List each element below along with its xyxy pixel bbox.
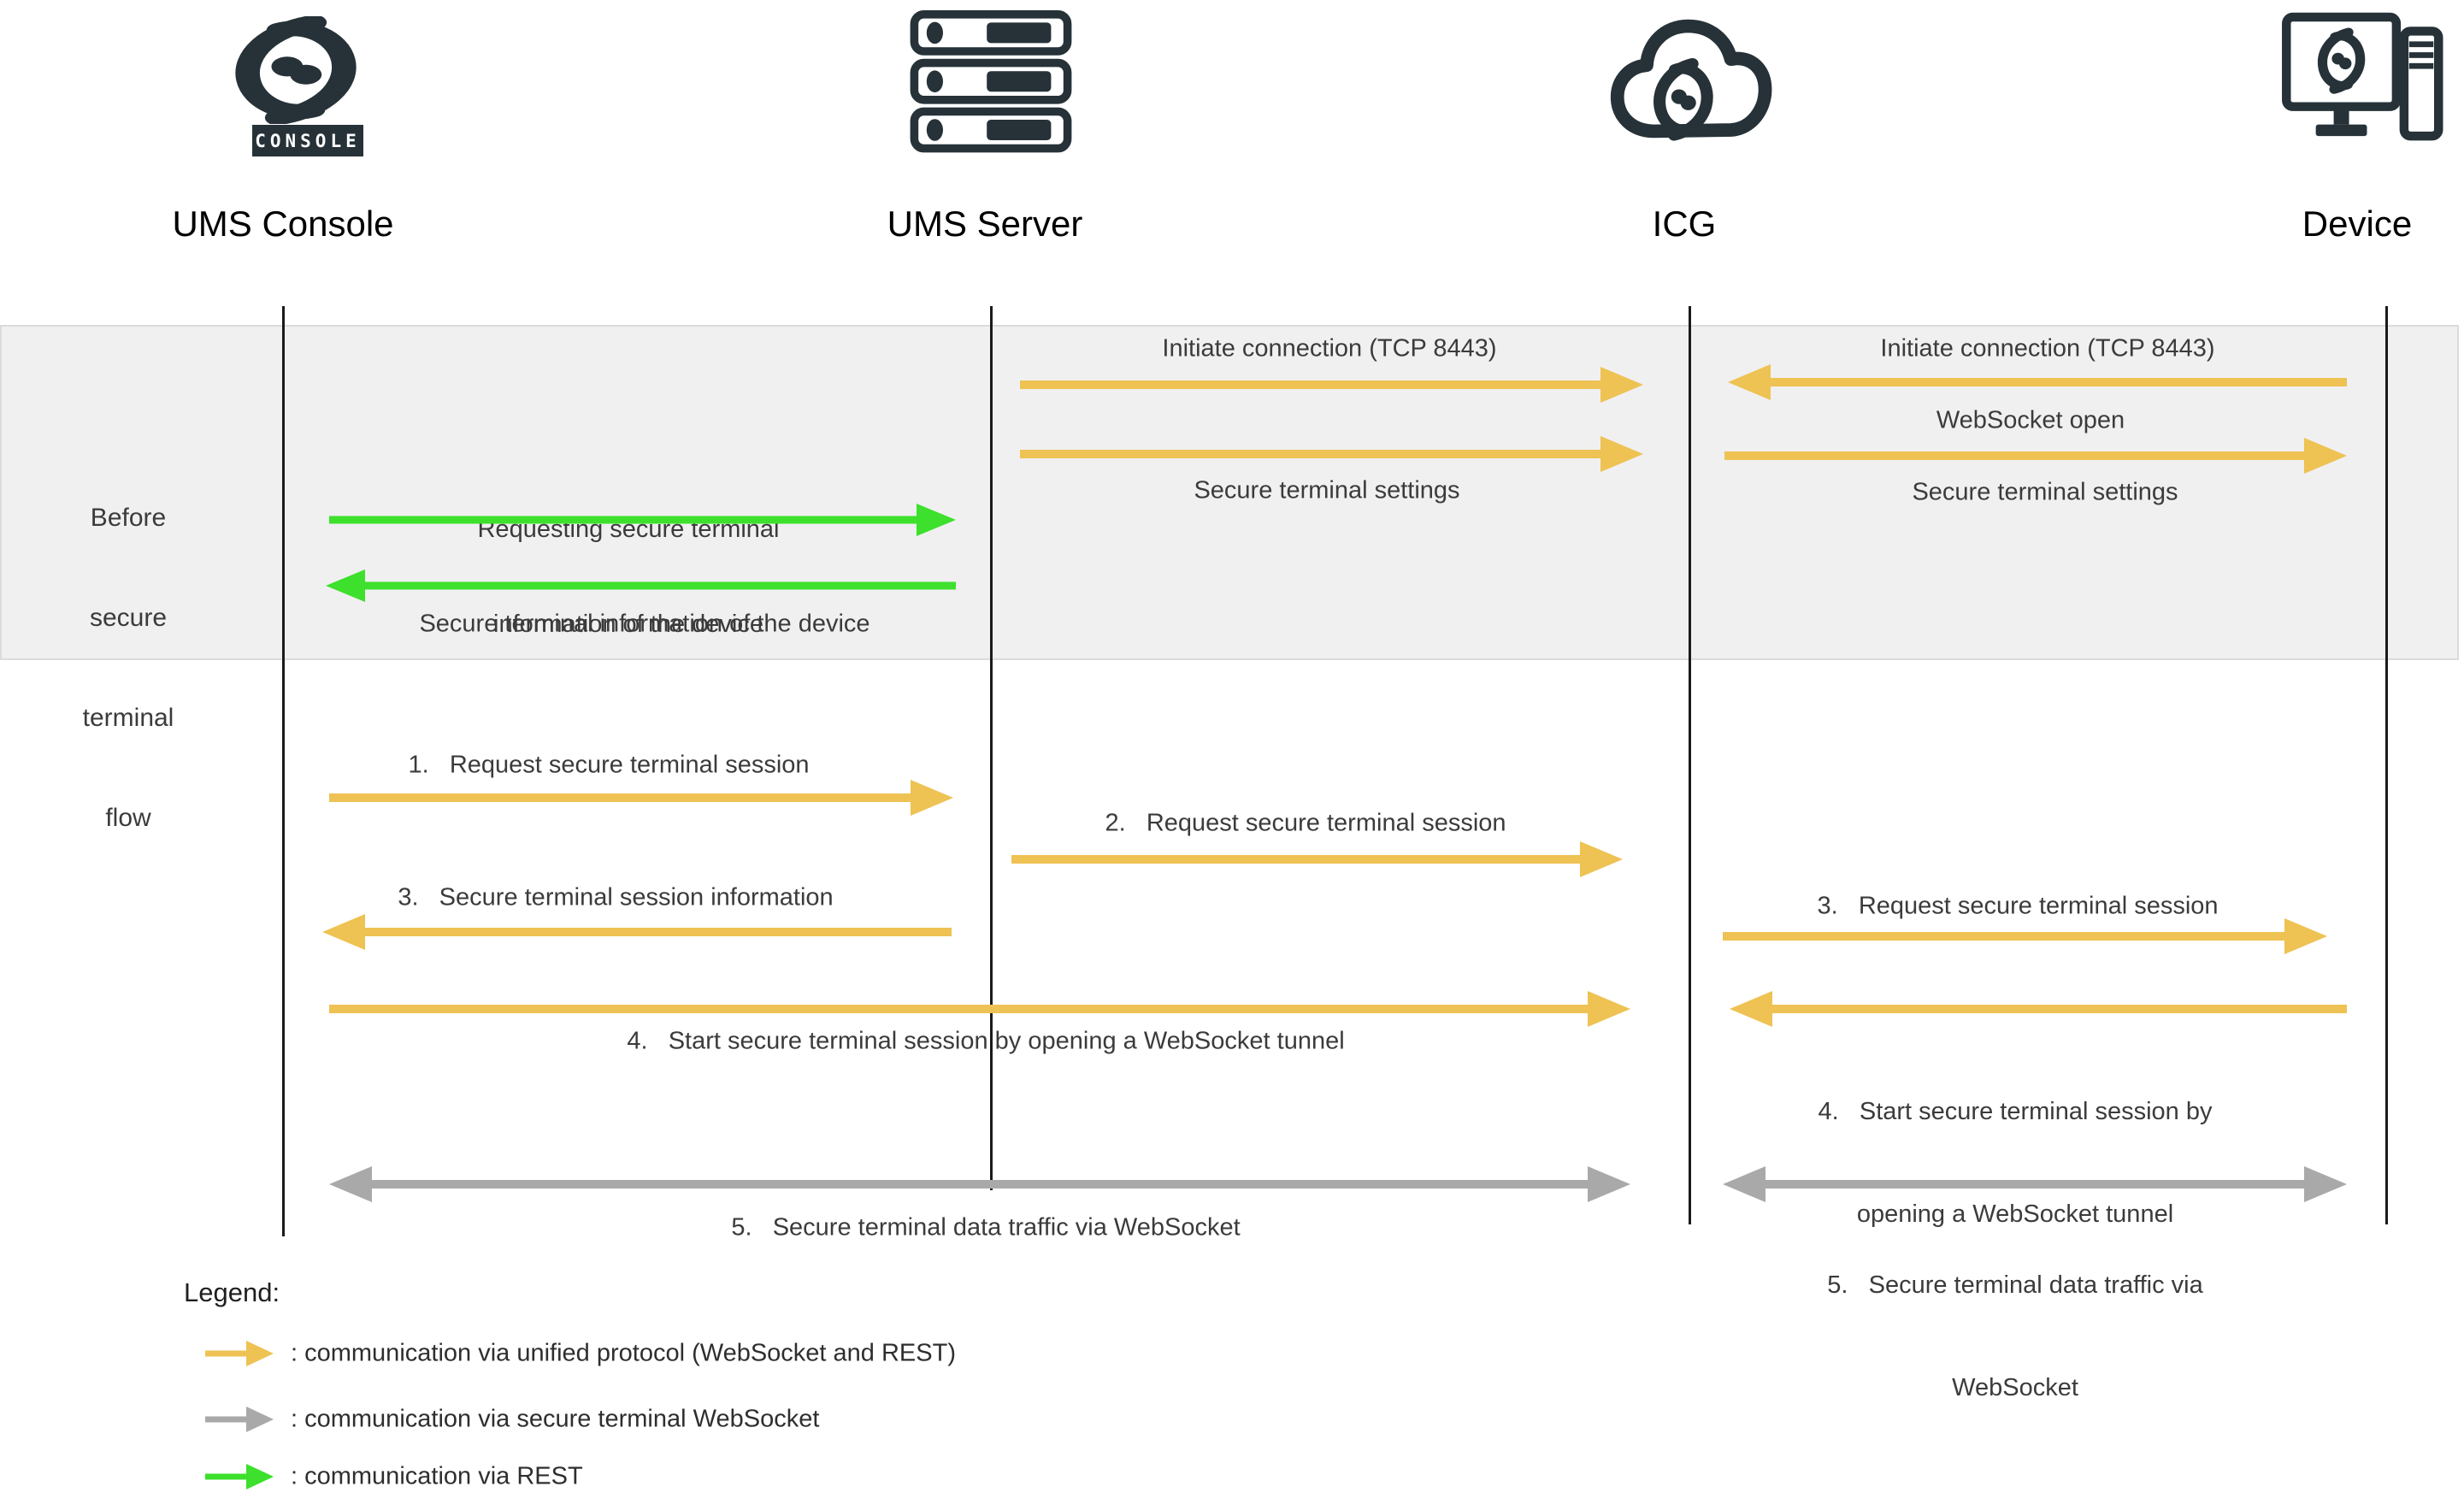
device-workstation-icon — [2281, 12, 2448, 163]
ums-server-stack-icon — [909, 10, 1073, 158]
actor-label-ums-server: UMS Server — [887, 203, 1083, 244]
msg-step5-left: 5. Secure terminal data traffic via WebS… — [731, 1213, 1241, 1242]
actor-label-ums-console: UMS Console — [172, 203, 394, 244]
phase-caption: Before secure terminal flow — [82, 504, 174, 832]
actor-label-device: Device — [2302, 203, 2413, 244]
msg-secure-terminal-settings-mid: Secure terminal settings — [1194, 476, 1460, 504]
lifeline-ums-server — [990, 306, 993, 1190]
msg-step3-right: 3. Request secure terminal session — [1817, 892, 2219, 920]
lifeline-icg — [1689, 306, 1691, 1224]
actor-label-icg: ICG — [1652, 203, 1717, 244]
icg-cloud-icon — [1604, 10, 1775, 168]
msg-initiate-connection-server-icg: Initiate connection (TCP 8443) — [1162, 334, 1497, 363]
msg-step2: 2. Request secure terminal session — [1105, 809, 1506, 837]
msg-websocket-open: WebSocket open — [1936, 406, 2125, 434]
igel-console-logo-icon: CONSOLE — [214, 12, 368, 157]
msg-step5-right: 5. Secure terminal data traffic via WebS… — [1827, 1271, 2203, 1401]
lifeline-device — [2385, 306, 2388, 1224]
legend-item-rest: : communication via REST — [291, 1462, 583, 1490]
msg-secure-terminal-info-response: Secure terminal information of the devic… — [419, 610, 870, 638]
legend-item-unified-protocol: : communication via unified protocol (We… — [291, 1339, 956, 1367]
msg-step3-left: 3. Secure terminal session information — [398, 883, 834, 911]
legend-title: Legend: — [184, 1277, 280, 1307]
msg-requesting-secure-terminal-info: Requesting secure terminal information o… — [477, 516, 780, 638]
msg-secure-terminal-settings-right: Secure terminal settings — [1912, 478, 2178, 506]
legend-item-secure-terminal-websocket: : communication via secure terminal WebS… — [291, 1405, 820, 1433]
msg-initiate-connection-device-icg: Initiate connection (TCP 8443) — [1880, 334, 2215, 363]
msg-step4-left: 4. Start secure terminal session by open… — [627, 1027, 1345, 1055]
msg-step4-right: 4. Start secure terminal session by open… — [1818, 1098, 2213, 1228]
console-badge: CONSOLE — [252, 125, 363, 156]
msg-step1: 1. Request secure terminal session — [408, 751, 810, 779]
lifeline-ums-console — [282, 306, 285, 1236]
